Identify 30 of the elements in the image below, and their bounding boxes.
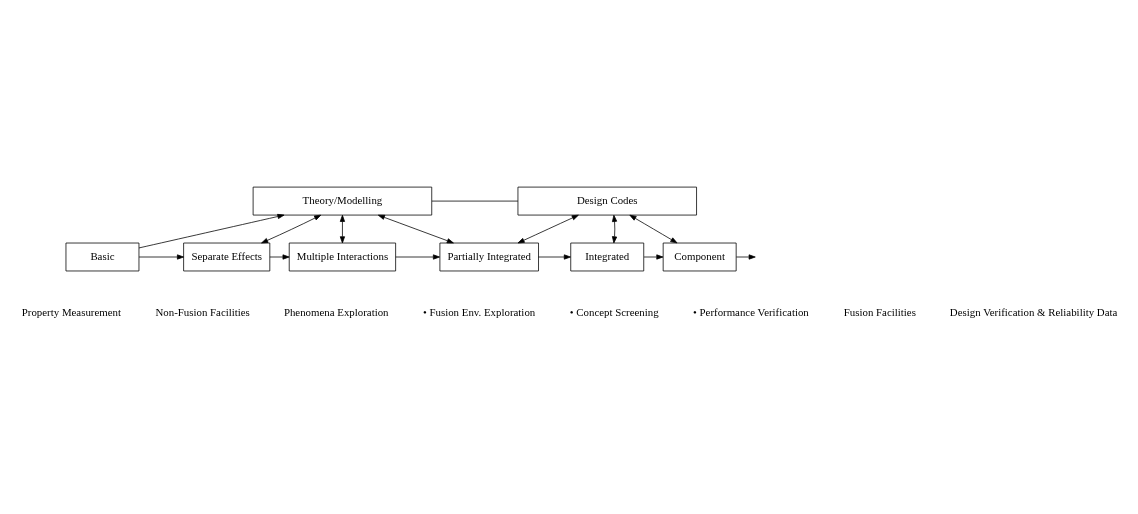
label: • Concept Screening [569, 305, 659, 318]
node-box: Separate Effects [183, 242, 271, 272]
node-box: Basic [65, 242, 140, 272]
label: Phenomena Exploration [283, 305, 389, 318]
node-box: Multiple Interactions [288, 242, 396, 272]
arrow [395, 254, 440, 260]
node-box: Design Codes [517, 186, 697, 216]
arrow [339, 214, 345, 244]
arrow [538, 254, 571, 260]
label: • Performance Verification [693, 305, 809, 318]
arrow [138, 213, 285, 249]
node-box: Component [662, 242, 737, 272]
label: Non-Fusion Facilities [155, 305, 250, 318]
label: Fusion Facilities [843, 305, 916, 318]
node-box: Partially Integrated [439, 242, 539, 272]
arrow [643, 254, 664, 260]
label: Design Verification & Reliability Data [949, 305, 1118, 318]
arrow [612, 214, 618, 244]
node-box: Theory/Modelling [252, 186, 433, 216]
arrow [261, 214, 322, 244]
arrow [377, 214, 454, 244]
label: Property Measurement [21, 305, 122, 318]
arrow [269, 254, 290, 260]
label: • Fusion Env. Exploration [422, 305, 536, 318]
arrow [735, 254, 756, 260]
arrow [517, 214, 579, 244]
node-box: Integrated [570, 242, 645, 272]
arrow [629, 214, 678, 244]
arrow [138, 254, 184, 260]
connector [431, 200, 519, 202]
